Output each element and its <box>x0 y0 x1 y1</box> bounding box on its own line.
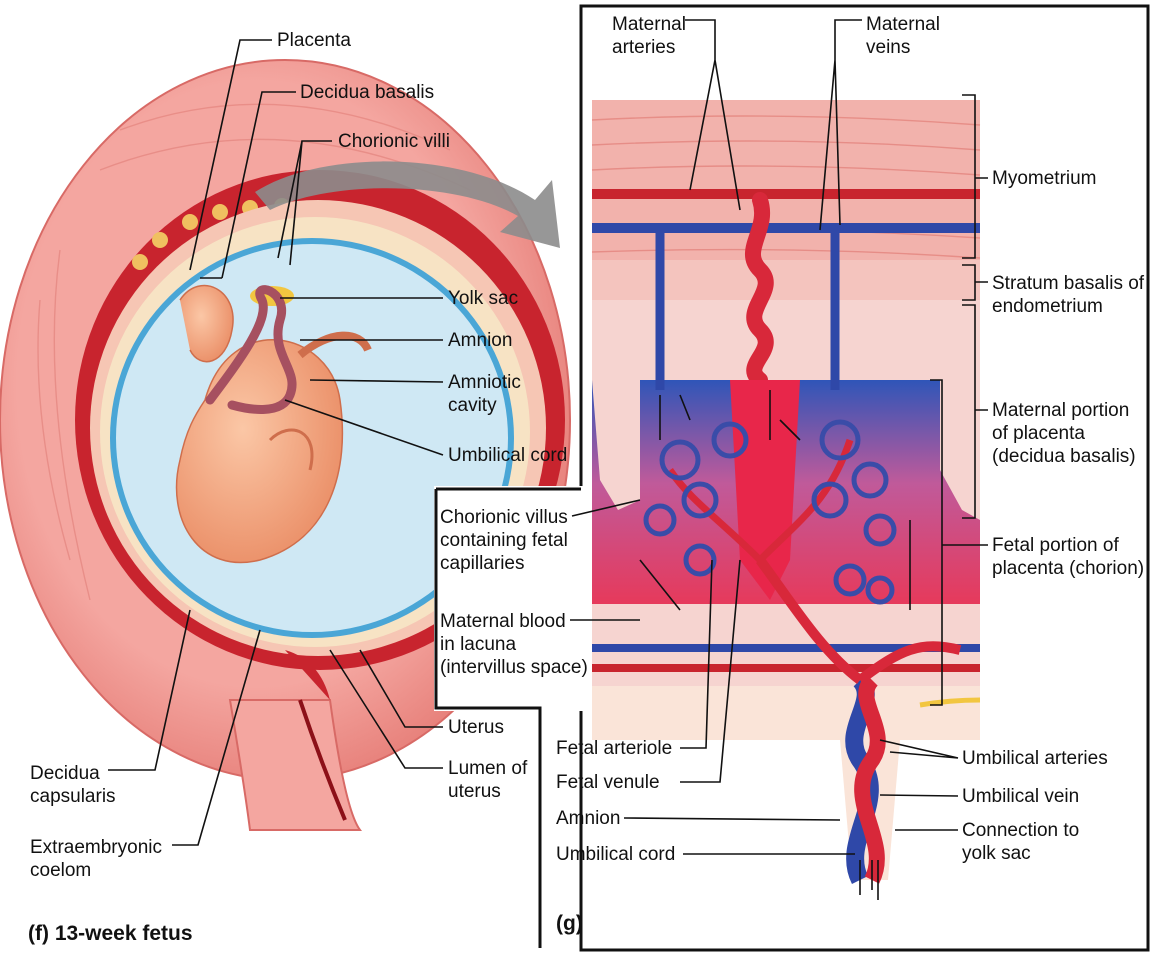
label-decidua-basalis: Decidua basalis <box>300 81 434 104</box>
label-uterus: Uterus <box>448 716 504 739</box>
label-fetal-arteriole: Fetal arteriole <box>556 737 672 760</box>
label-placenta: Placenta <box>277 29 351 52</box>
label-umbilical-cord-f: Umbilical cord <box>448 444 567 467</box>
label-amnion-f: Amnion <box>448 329 512 352</box>
caption-panel-f: (f) 13-week fetus <box>28 922 193 946</box>
label-umbilical-arteries: Umbilical arteries <box>962 747 1108 770</box>
label-yolk-sac: Yolk sac <box>448 287 518 310</box>
caption-panel-g: (g) <box>556 912 583 936</box>
label-chorionic-villi: Chorionic villi <box>338 130 450 153</box>
label-umbilical-vein: Umbilical vein <box>962 785 1079 808</box>
label-umbilical-cord-g: Umbilical cord <box>556 843 675 866</box>
label-fetal-venule: Fetal venule <box>556 771 660 794</box>
label-amnion-g: Amnion <box>556 807 620 830</box>
label-myometrium: Myometrium <box>992 167 1097 190</box>
